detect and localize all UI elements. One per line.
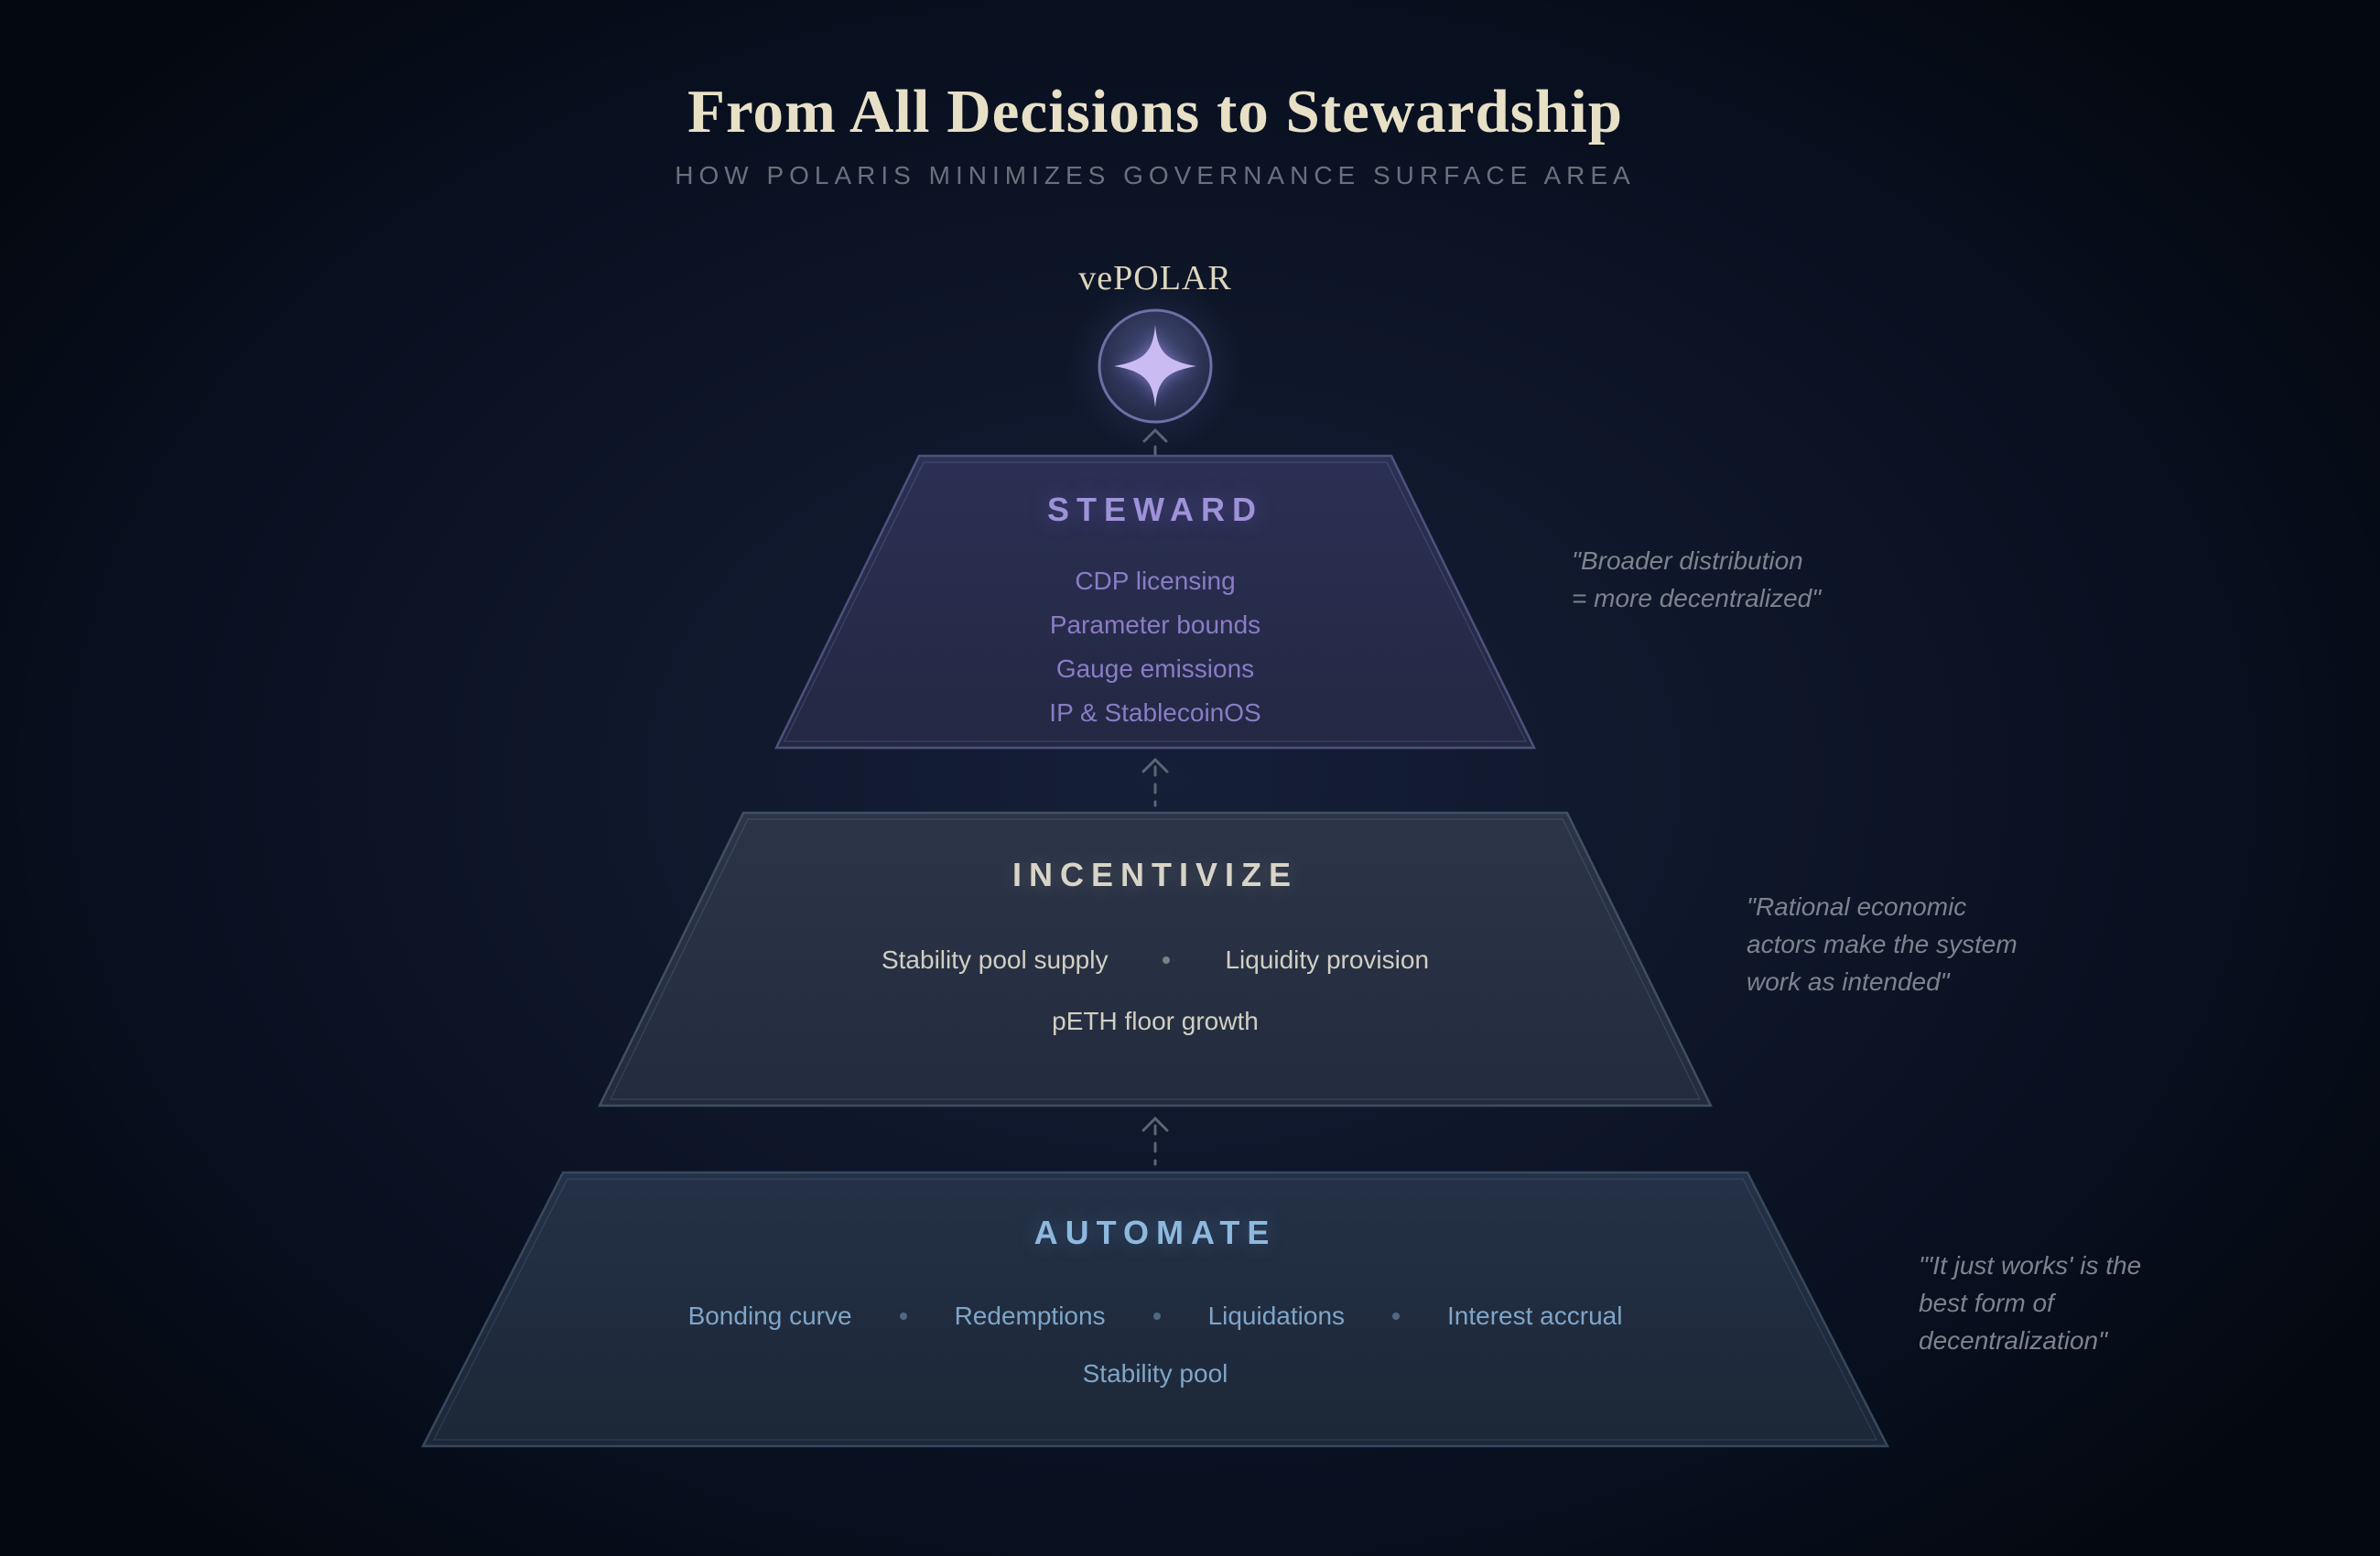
arrow-up-automate-to-incentivize-icon	[1141, 1116, 1169, 1166]
steward-item: CDP licensing	[1075, 567, 1236, 595]
quote-line: work as intended"	[1747, 967, 1950, 996]
steward-item-list: CDP licensing Parameter bounds Gauge emi…	[0, 567, 2310, 727]
incentivize-item-row: pETH floor growth	[0, 1008, 2310, 1035]
steward-item: Parameter bounds	[1049, 611, 1261, 639]
automate-layer-shape	[420, 1171, 1890, 1448]
automate-quote: "'It just works' is the best form of dec…	[1919, 1247, 2141, 1359]
steward-layer-shape	[774, 454, 1537, 750]
compass-star-icon	[1068, 279, 1242, 453]
incentivize-item: pETH floor growth	[1052, 1007, 1259, 1035]
automate-item: Redemptions	[954, 1302, 1106, 1330]
incentivize-item-row: Stability pool supply Liquidity provisio…	[0, 946, 2310, 974]
quote-line: "Broader distribution	[1572, 546, 1803, 575]
incentivize-quote: "Rational economic actors make the syste…	[1747, 888, 2018, 1000]
steward-quote: "Broader distribution = more decentraliz…	[1572, 542, 1821, 617]
arrow-up-incentivize-to-steward-icon	[1141, 757, 1169, 807]
steward-heading: STEWARD	[1047, 491, 1263, 528]
bullet-separator-icon	[899, 1313, 907, 1320]
quote-line: "Rational economic	[1747, 892, 1967, 921]
bullet-separator-icon	[1392, 1313, 1401, 1320]
page-subtitle: HOW POLARIS MINIMIZES GOVERNANCE SURFACE…	[675, 161, 1636, 189]
incentivize-layer-shape	[597, 811, 1714, 1108]
automate-item-row: Bonding curve Redemptions Liquidations I…	[0, 1302, 2310, 1330]
page-title: From All Decisions to Stewardship	[687, 78, 1623, 146]
steward-item: Gauge emissions	[1055, 654, 1255, 683]
bullet-separator-icon	[1152, 1313, 1161, 1320]
quote-line: actors make the system	[1747, 930, 2018, 958]
quote-line: "'It just works' is the	[1919, 1251, 2142, 1280]
automate-item-row: Stability pool	[0, 1360, 2310, 1388]
quote-line: decentralization"	[1919, 1326, 2108, 1355]
incentivize-heading: INCENTIVIZE	[1012, 856, 1298, 893]
automate-heading: AUTOMATE	[1033, 1214, 1277, 1251]
bullet-separator-icon	[1163, 956, 1171, 964]
automate-item: Bonding curve	[687, 1302, 852, 1330]
steward-item: IP & StablecoinOS	[1049, 698, 1261, 727]
quote-line: = more decentralized"	[1572, 584, 1822, 612]
apex-label-vepolar: vePOLAR	[1078, 259, 1232, 297]
incentivize-item: Liquidity provision	[1225, 945, 1430, 974]
quote-line: best form of	[1919, 1289, 2054, 1317]
automate-item: Liquidations	[1207, 1302, 1346, 1330]
automate-item: Stability pool	[1082, 1359, 1228, 1388]
automate-item: Interest accrual	[1447, 1302, 1623, 1330]
incentivize-item: Stability pool supply	[881, 945, 1109, 974]
